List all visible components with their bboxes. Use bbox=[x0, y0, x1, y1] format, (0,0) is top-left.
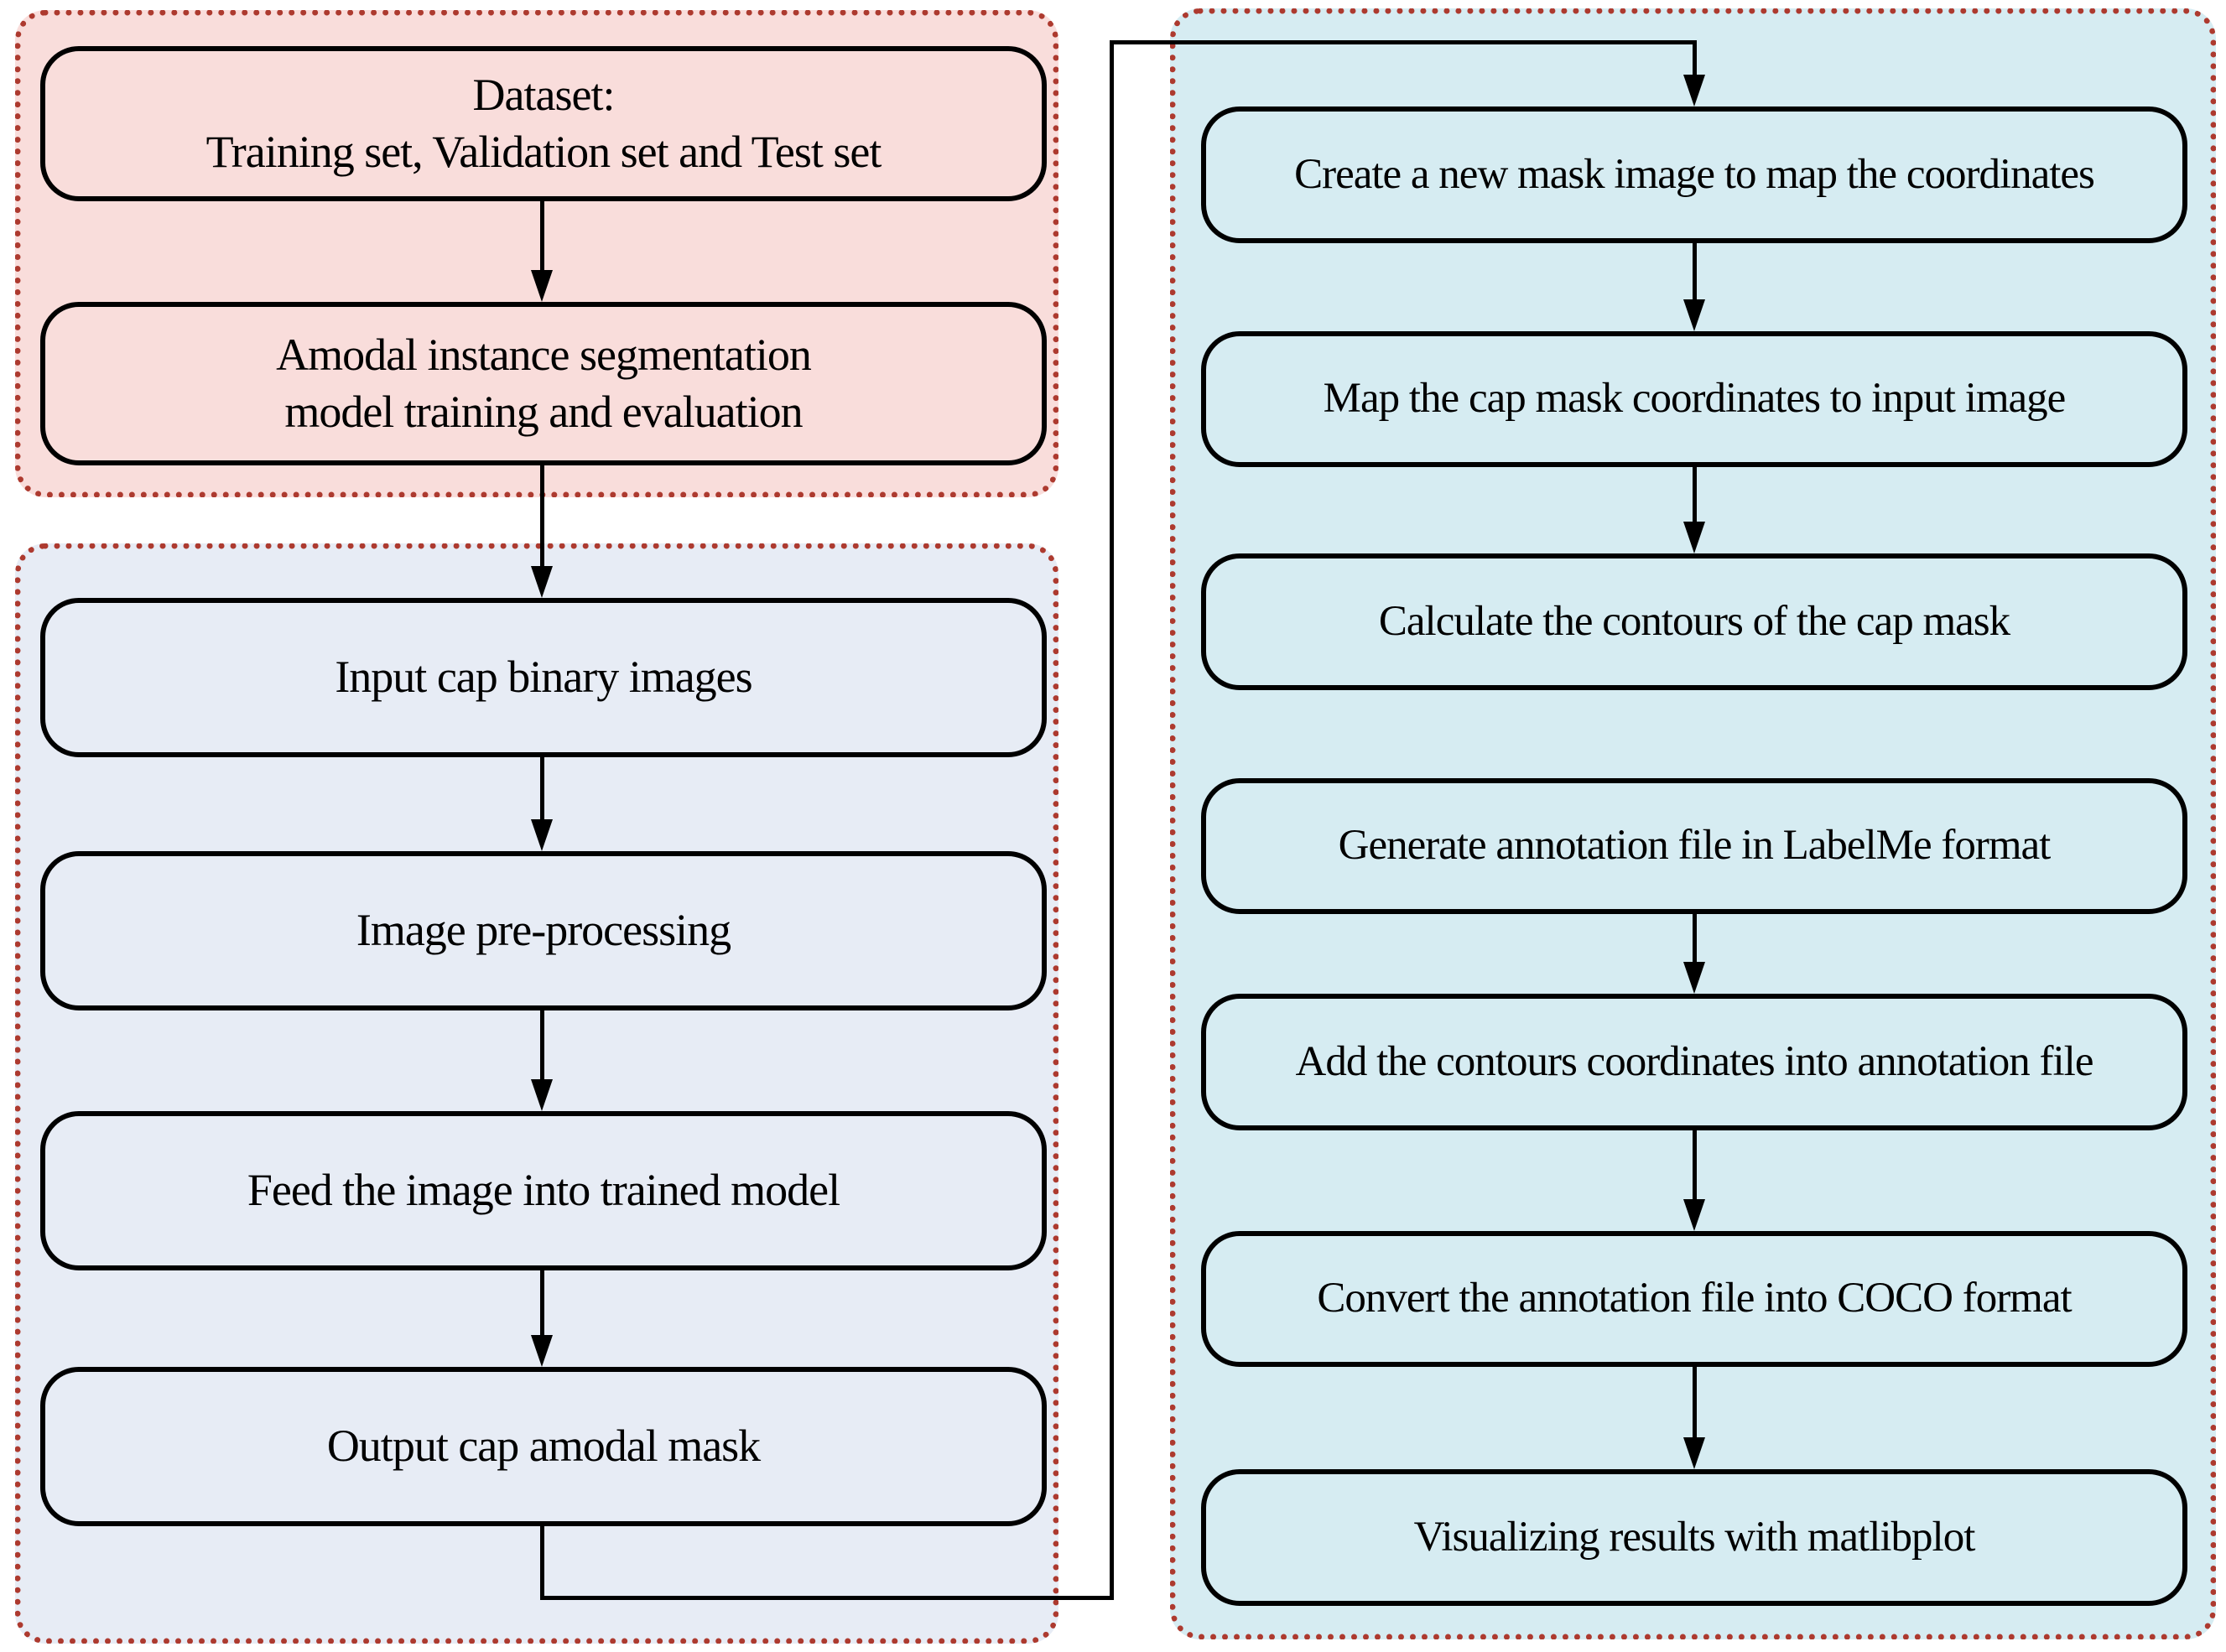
flow-node-convert-coco-format: Convert the annotation file into COCO fo… bbox=[1201, 1231, 2187, 1367]
arrow-shaft bbox=[1693, 243, 1697, 301]
arrow-head-icon bbox=[1683, 1437, 1705, 1469]
arrow-shaft bbox=[1693, 914, 1697, 964]
flow-node-create-mask-image: Create a new mask image to map the coord… bbox=[1201, 106, 2187, 243]
arrow-shaft bbox=[1693, 1130, 1697, 1201]
arrow-head-icon bbox=[1683, 299, 1705, 331]
arrow-shaft bbox=[1693, 1367, 1697, 1439]
arrow-shaft bbox=[540, 757, 544, 821]
arrow-shaft bbox=[540, 465, 544, 568]
arrow-head-icon bbox=[531, 566, 553, 598]
connector-segment-down bbox=[540, 1526, 544, 1600]
arrow-shaft bbox=[540, 1270, 544, 1337]
arrow-shaft bbox=[540, 1010, 544, 1081]
flow-node-output-amodal-mask: Output cap amodal mask bbox=[40, 1367, 1047, 1526]
arrow-head-icon bbox=[531, 270, 553, 302]
flow-node-visualize-results: Visualizing results with matlibplot bbox=[1201, 1469, 2187, 1606]
flow-node-generate-labelme-file: Generate annotation file in LabelMe form… bbox=[1201, 778, 2187, 914]
arrow-head-icon bbox=[1683, 522, 1705, 553]
flow-node-image-preprocessing: Image pre-processing bbox=[40, 851, 1047, 1010]
flow-node-input-binary-images: Input cap binary images bbox=[40, 598, 1047, 757]
arrow-head-icon bbox=[1683, 75, 1705, 106]
arrow-head-icon bbox=[1683, 1199, 1705, 1231]
connector-segment-right-bottom bbox=[540, 1596, 1114, 1600]
arrow-shaft bbox=[540, 201, 544, 272]
connector-segment-up bbox=[1110, 42, 1114, 1600]
flow-node-calculate-contours: Calculate the contours of the cap mask bbox=[1201, 553, 2187, 690]
connector-segment-right-top bbox=[1110, 40, 1697, 44]
arrow-shaft bbox=[1693, 467, 1697, 523]
arrow-head-icon bbox=[531, 1335, 553, 1367]
connector-entry-shaft bbox=[1693, 40, 1697, 76]
flow-node-map-coordinates: Map the cap mask coordinates to input im… bbox=[1201, 331, 2187, 467]
flow-node-add-contours-coordinates: Add the contours coordinates into annota… bbox=[1201, 994, 2187, 1130]
flow-node-model-training: Amodal instance segmentation model train… bbox=[40, 302, 1047, 465]
arrow-head-icon bbox=[531, 819, 553, 851]
arrow-head-icon bbox=[531, 1079, 553, 1111]
flow-node-dataset: Dataset: Training set, Validation set an… bbox=[40, 46, 1047, 201]
flow-node-feed-trained-model: Feed the image into trained model bbox=[40, 1111, 1047, 1270]
arrow-head-icon bbox=[1683, 962, 1705, 994]
